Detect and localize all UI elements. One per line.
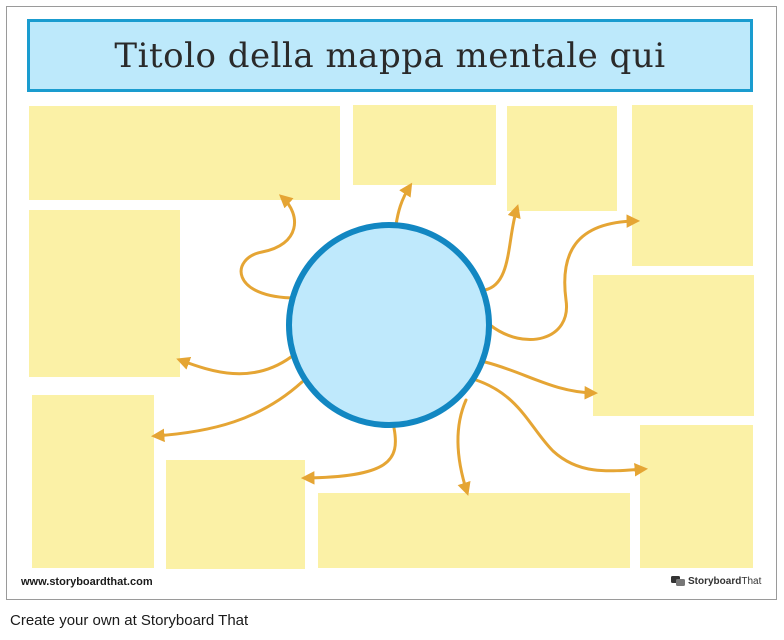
note-box-3[interactable] (507, 106, 617, 211)
caption-link[interactable]: Create your own at Storyboard That (10, 612, 249, 629)
brand-name-light: That (741, 576, 762, 587)
arrow-to-note-8 (300, 426, 397, 485)
note-box-5[interactable] (29, 210, 180, 377)
page-title: Titolo della mappa mentale qui (114, 35, 666, 76)
note-box-2[interactable] (353, 105, 496, 185)
note-box-4[interactable] (632, 105, 753, 266)
brand-name-bold: Storyboard (688, 576, 742, 587)
note-box-6[interactable] (593, 275, 754, 416)
arrow-to-note-3 (483, 204, 521, 292)
title-box[interactable]: Titolo della mappa mentale qui (27, 19, 753, 92)
speech-bubble-icon (671, 576, 685, 586)
central-topic-circle[interactable] (286, 222, 492, 428)
arrow-to-note-2 (394, 182, 413, 227)
arrow-to-note-7 (150, 380, 304, 443)
footer-brand-logo: Storyboard That (671, 576, 761, 587)
arrow-to-note-9 (456, 398, 471, 496)
footer-url: www.storyboardthat.com (21, 576, 153, 588)
arrow-to-note-6 (483, 360, 599, 400)
arrow-to-note-1 (239, 194, 298, 300)
note-box-7[interactable] (32, 395, 154, 568)
arrow-to-note-4 (488, 214, 641, 341)
arrow-to-note-10 (474, 378, 649, 477)
note-box-1[interactable] (29, 106, 340, 200)
arrow-to-note-5 (176, 355, 293, 376)
note-box-9[interactable] (318, 493, 630, 568)
note-box-8[interactable] (166, 460, 305, 569)
note-box-10[interactable] (640, 425, 753, 568)
